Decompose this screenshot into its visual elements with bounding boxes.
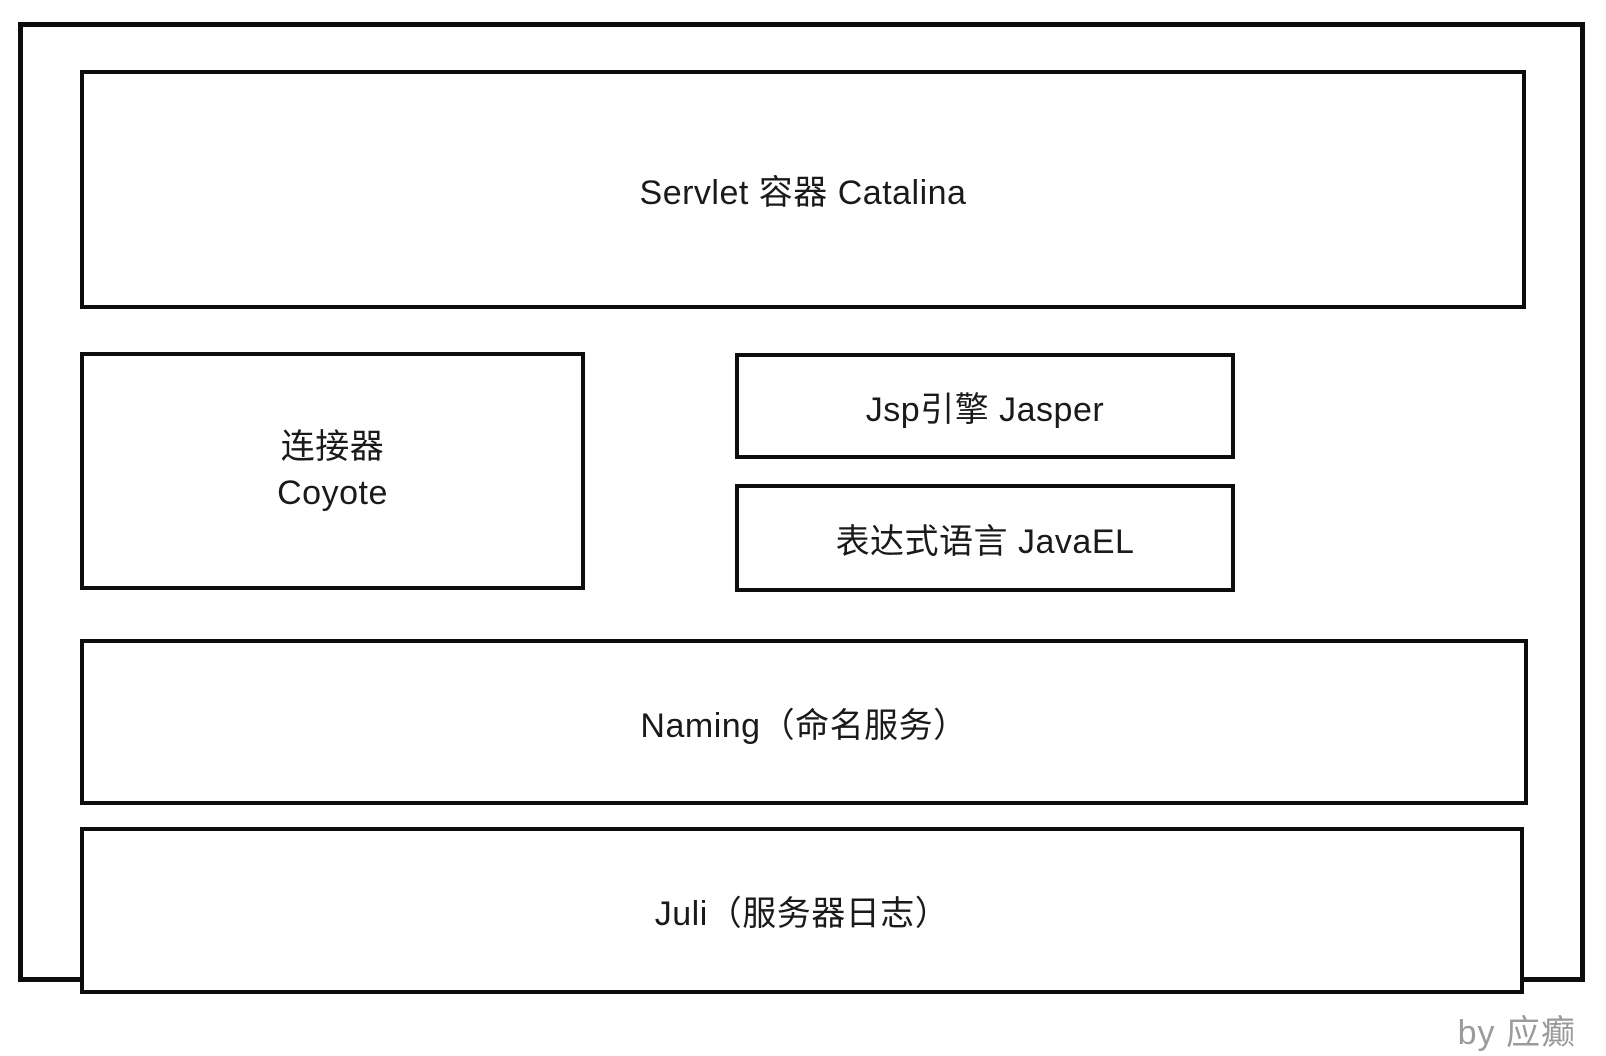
expression-language-javael-label: 表达式语言 JavaEL xyxy=(835,522,1135,561)
naming-service-label: Naming（命名服务） xyxy=(640,706,968,745)
servlet-container-catalina-label: Servlet 容器 Catalina xyxy=(639,174,967,212)
juli-logging-box: Juli（服务器日志） xyxy=(80,827,1524,994)
tomcat-architecture-outer-box: Servlet 容器 Catalina 连接器 Coyote Jsp引擎 Jas… xyxy=(18,22,1585,994)
servlet-container-catalina-box: Servlet 容器 Catalina xyxy=(80,70,1526,309)
author-watermark: by 应癫 xyxy=(1457,1014,1576,1052)
connector-coyote-box: 连接器 Coyote xyxy=(80,352,585,590)
connector-coyote-label: 连接器 Coyote xyxy=(277,425,388,517)
jsp-engine-jasper-label: Jsp引擎 Jasper xyxy=(865,390,1105,429)
connector-label-line2: Coyote xyxy=(277,474,388,512)
juli-logging-label: Juli（服务器日志） xyxy=(654,895,950,933)
expression-language-javael-box: 表达式语言 JavaEL xyxy=(735,484,1235,592)
naming-service-box: Naming（命名服务） xyxy=(80,639,1528,805)
connector-label-line1: 连接器 xyxy=(280,428,385,467)
jsp-engine-jasper-box: Jsp引擎 Jasper xyxy=(735,353,1235,459)
